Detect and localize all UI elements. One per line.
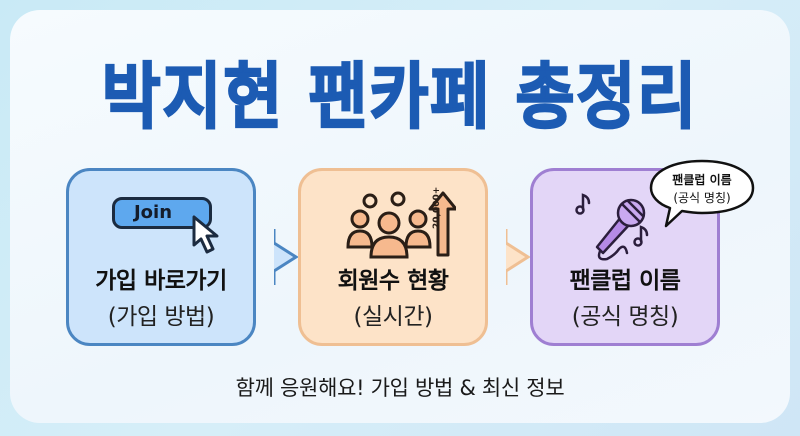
microphone-icon bbox=[575, 193, 649, 261]
speech-bubble-icon bbox=[649, 159, 755, 228]
card-label: 팬클럽 이름 bbox=[569, 268, 681, 294]
card-sub: (실시간) bbox=[353, 304, 433, 330]
card-label: 회원수 현황 bbox=[337, 268, 449, 294]
card-sub: (공식 명칭) bbox=[571, 304, 679, 330]
cursor-icon bbox=[192, 215, 219, 254]
card-fanclub-name[interactable]: 팬클럽 이름 (공식 명칭) bbox=[530, 168, 720, 346]
card-members[interactable]: 20,000+ 회원수 현황 (실시간) bbox=[298, 168, 531, 346]
footer-caption: 함께 응원해요! 가입 방법 & 최신 정보 bbox=[235, 376, 565, 400]
bubble-line1: 팬클럽 이름 bbox=[672, 173, 732, 187]
bubble-line2: (공식 명칭) bbox=[673, 191, 731, 205]
member-count-badge: 20,000+ bbox=[432, 186, 442, 229]
card-label: 가입 바로가기 bbox=[95, 268, 227, 294]
card-sub: (가입 방법) bbox=[107, 304, 215, 330]
page-title: 박지현 팬카페 총정리 bbox=[101, 55, 699, 140]
card-join[interactable]: Join 가입 바로가기 (가입 방법) bbox=[66, 168, 299, 346]
people-group-icon bbox=[346, 191, 456, 259]
